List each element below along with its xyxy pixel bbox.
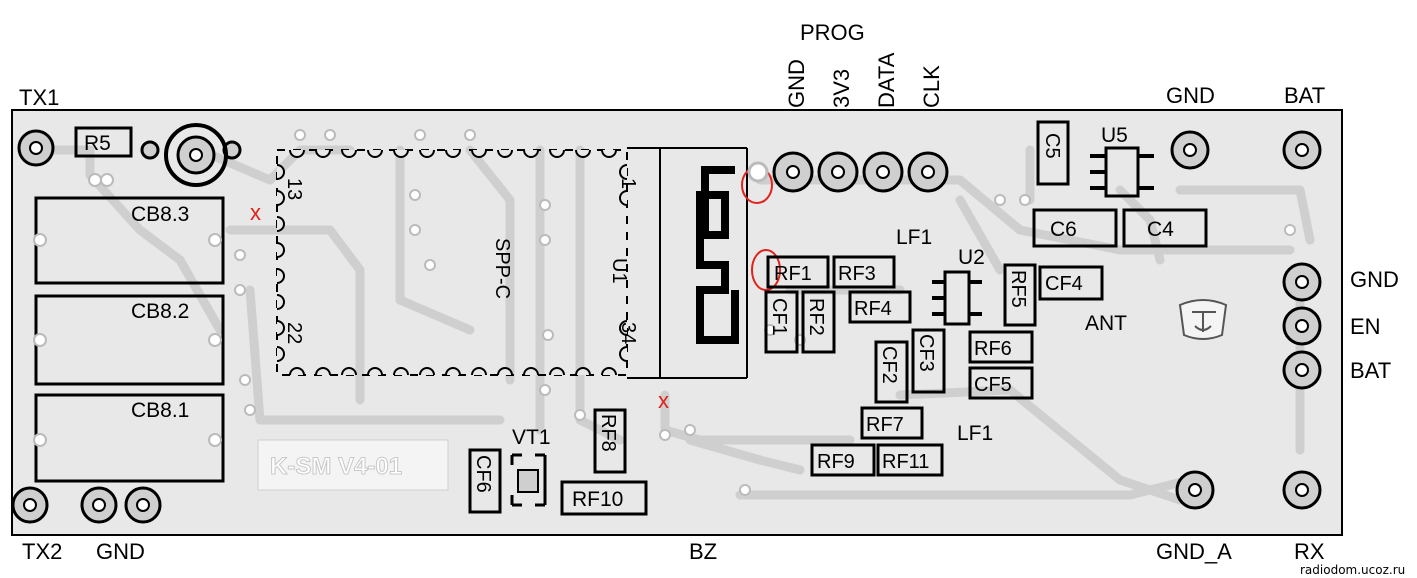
rf1-label: RF1	[774, 263, 812, 285]
module-pin-22: 22	[283, 322, 305, 344]
c6-label: C6	[1050, 218, 1077, 241]
rx-label: RX	[1294, 539, 1325, 564]
rf10-label: RF10	[572, 488, 623, 511]
module-ref: U1	[608, 258, 630, 284]
cf3-label: CF3	[915, 334, 937, 372]
cb81-label: CB8.1	[131, 399, 189, 422]
rf5-body	[1003, 263, 1037, 327]
cb83-label: CB8.3	[131, 203, 189, 226]
cf3-body	[911, 328, 946, 394]
cf6-body	[468, 448, 502, 514]
u2-label: U2	[958, 246, 985, 269]
marker-cross-bottom: x	[658, 388, 669, 413]
rf10-body	[560, 480, 648, 516]
module-pin-13: 13	[283, 178, 305, 200]
lf1-bottom-label: LF1	[957, 422, 993, 445]
c4-label: C4	[1147, 218, 1174, 241]
rf6-label: RF6	[974, 338, 1012, 360]
board-logo-icon	[1178, 299, 1228, 340]
board-name-plate	[257, 439, 449, 491]
rf8-body	[593, 408, 627, 474]
rf2-body	[801, 290, 836, 354]
cf1-label: CF1	[768, 298, 790, 336]
cb82-label: CB8.2	[131, 300, 189, 323]
rf3-label: RF3	[838, 263, 876, 285]
prog-pin-3v3: 3V3	[829, 69, 854, 108]
right-conn-gnd: GND	[1350, 267, 1399, 292]
cf6-label: CF6	[472, 455, 494, 493]
rf7-label: RF7	[866, 414, 904, 436]
antenna-trace	[696, 166, 739, 344]
vt1-label: VT1	[512, 426, 551, 449]
capacitor-outline	[164, 123, 228, 187]
right-conn-bat: BAT	[1350, 358, 1391, 383]
vt1-outline	[510, 453, 547, 507]
cb8-1: CB8.1	[33, 393, 225, 483]
r5-label: R5	[84, 132, 111, 155]
rf7-body	[860, 406, 924, 440]
rf2-label: RF2	[805, 298, 827, 336]
module-pin-34: 34	[617, 322, 639, 344]
cf1-body	[764, 290, 799, 354]
rf9-body	[810, 443, 876, 477]
pad-holes	[23, 141, 1309, 512]
rf4-label: RF4	[854, 298, 892, 320]
rf5-label: RF5	[1007, 270, 1029, 308]
marker-circle-rf1	[751, 249, 781, 291]
cf5-label: CF5	[974, 374, 1012, 396]
tx1-label: TX1	[19, 85, 59, 110]
rf4-body	[848, 290, 912, 324]
tx2-label: TX2	[22, 539, 62, 564]
cf2-label: CF2	[878, 346, 900, 384]
r5-body	[74, 126, 133, 158]
rf9-label: RF9	[817, 451, 855, 473]
prog-pin-gnd: GND	[784, 59, 809, 108]
prog-title: PROG	[800, 20, 865, 45]
cf2-body	[874, 340, 909, 404]
ant-label: ANT	[1085, 312, 1127, 335]
module-name: SPP-C	[491, 238, 513, 299]
vias	[88, 129, 1296, 496]
cf4-body	[1038, 265, 1104, 301]
cb8-3: CB8.3	[33, 196, 225, 285]
rf8-label: RF8	[597, 414, 619, 452]
rf1-body	[766, 255, 830, 289]
marker-cross-left: x	[250, 200, 261, 225]
gnd-left-label: GND	[96, 539, 145, 564]
right-conn-en: EN	[1350, 314, 1381, 339]
lf1-top-label: LF1	[896, 226, 932, 249]
credit-watermark: radiodom.ucoz.ru	[1300, 563, 1405, 577]
rf3-body	[832, 255, 896, 289]
bz-label: BZ	[689, 539, 717, 564]
bat-top-label: BAT	[1284, 83, 1325, 108]
pad-r5-a	[140, 140, 160, 160]
board-name: K-SM V4-01	[270, 453, 402, 480]
cb8-2: CB8.2	[33, 294, 225, 386]
spp-c-module: SPP-C U1 13 1 22 34	[276, 147, 748, 379]
cf5-body	[968, 366, 1034, 400]
c5-body	[1036, 120, 1070, 186]
module-pin-1: 1	[617, 178, 639, 189]
rf6-body	[968, 330, 1034, 364]
cf4-label: CF4	[1045, 273, 1083, 295]
c4-body	[1122, 208, 1208, 248]
board-outline	[11, 109, 1343, 536]
prog-pin-data: DATA	[874, 52, 899, 108]
gnd-top-label: GND	[1166, 83, 1215, 108]
c5-label: C5	[1041, 133, 1063, 159]
prog-pin-clk: CLK	[919, 65, 944, 108]
rf11-label: RF11	[882, 451, 929, 473]
prog-header	[747, 151, 949, 193]
rf11-body	[876, 443, 944, 477]
u5-label: U5	[1101, 124, 1128, 147]
gnd-a-label: GND_A	[1156, 539, 1232, 564]
c6-body	[1032, 208, 1118, 248]
